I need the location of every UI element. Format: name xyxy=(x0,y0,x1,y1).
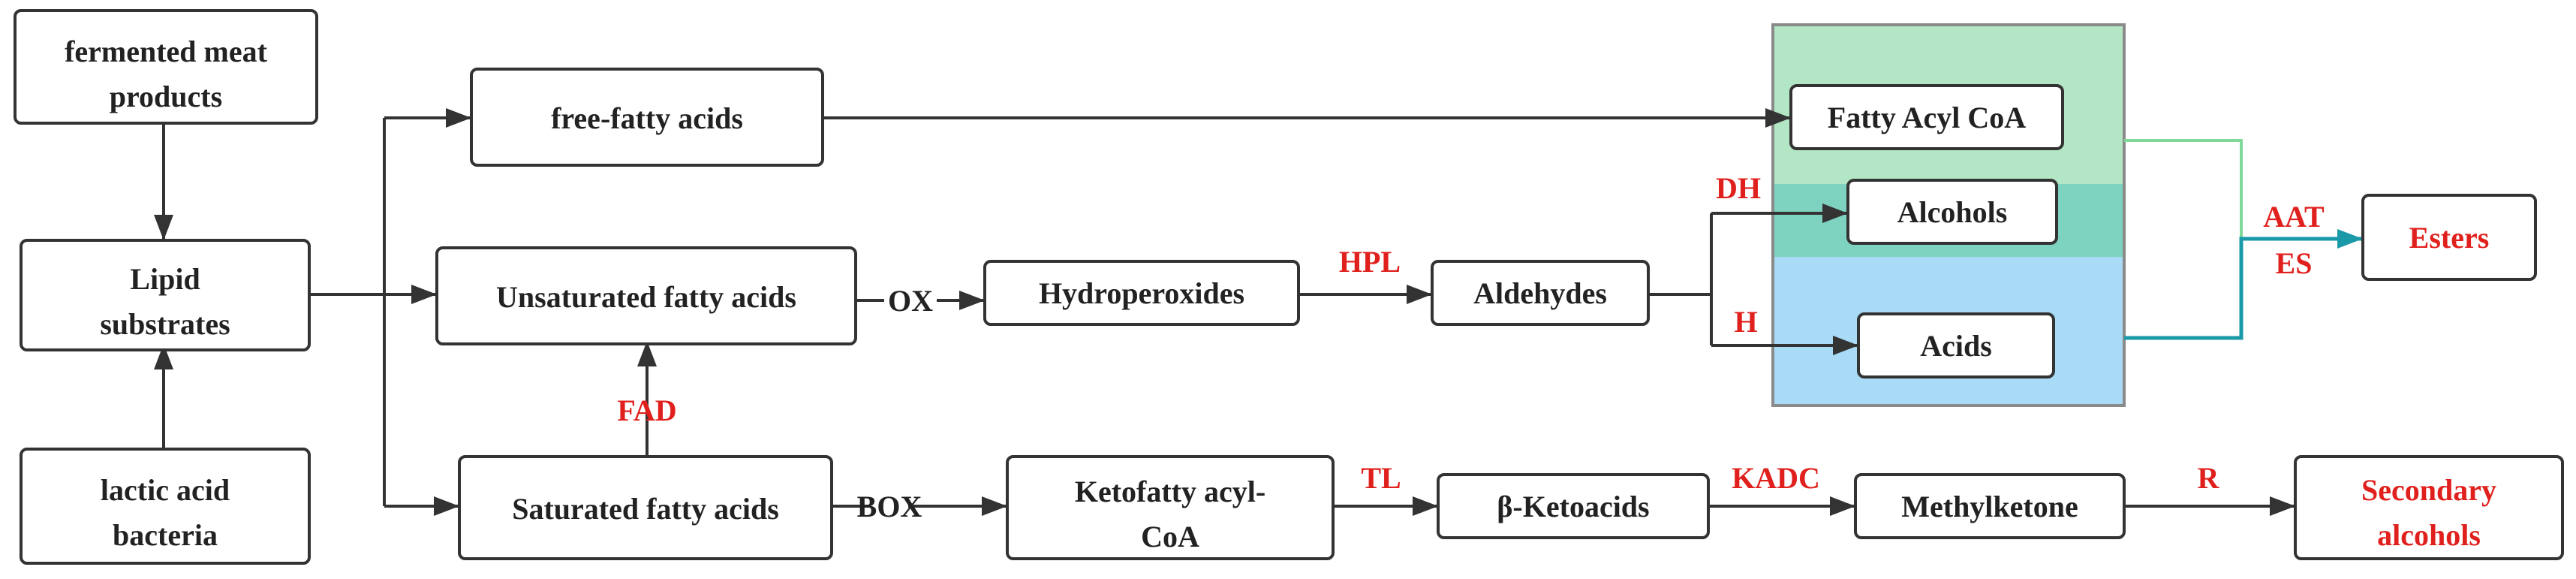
node-fermented-meat-line1: fermented meat xyxy=(65,35,268,68)
node-esters-label: Esters xyxy=(2409,221,2490,255)
edge-labels: OX BOX FAD HPL TL KADC R DH H AAT ES xyxy=(617,171,2325,523)
label-aat: AAT xyxy=(2263,200,2325,234)
node-hydroperoxides: Hydroperoxides xyxy=(983,260,1300,326)
node-lipid-substrates: Lipid substrates xyxy=(20,239,311,351)
node-methylketone-label: Methylketone xyxy=(1901,490,2078,523)
node-secondary-line1: Secondary xyxy=(2361,473,2496,507)
node-aldehydes-label: Aldehydes xyxy=(1473,276,1607,310)
node-lactic-line1: lactic acid xyxy=(101,473,230,507)
label-hpl: HPL xyxy=(1339,245,1401,279)
node-fermented-meat: fermented meat products xyxy=(14,9,318,125)
label-h: H xyxy=(1734,305,1757,339)
node-aldehydes: Aldehydes xyxy=(1431,260,1650,326)
node-lipid-line2: substrates xyxy=(100,307,230,341)
edges xyxy=(154,108,2363,516)
node-unsaturated-fatty-acids: Unsaturated fatty acids xyxy=(435,246,857,345)
node-alcohols: Alcohols xyxy=(1846,179,2058,245)
node-esters: Esters xyxy=(2361,194,2537,281)
node-fatty-acyl-coa-label: Fatty Acyl CoA xyxy=(1828,101,2027,134)
node-hydroperoxides-label: Hydroperoxides xyxy=(1039,276,1244,310)
label-box: BOX xyxy=(857,490,922,523)
node-unsaturated-label: Unsaturated fatty acids xyxy=(496,280,796,314)
label-kadc: KADC xyxy=(1732,461,1820,495)
node-saturated-fatty-acids: Saturated fatty acids xyxy=(458,455,833,560)
label-es: ES xyxy=(2276,246,2313,280)
panel-border xyxy=(1771,23,2126,407)
edge-teal-connector xyxy=(2124,229,2363,340)
node-ketofatty-line2: CoA xyxy=(1141,520,1199,553)
node-methylketone: Methylketone xyxy=(1854,473,2126,539)
node-secondary-line2: alcohols xyxy=(2377,518,2481,552)
node-fatty-acyl-coa: Fatty Acyl CoA xyxy=(1789,84,2064,150)
label-ox: OX xyxy=(888,284,933,318)
node-saturated-label: Saturated fatty acids xyxy=(512,492,779,526)
node-free-fatty-acids: free-fatty acids xyxy=(470,68,824,167)
node-ketofatty-line1: Ketofatty acyl- xyxy=(1075,475,1265,508)
label-tl: TL xyxy=(1361,461,1401,495)
label-dh: DH xyxy=(1716,171,1761,205)
node-ketofatty-acyl-coa: Ketofatty acyl- CoA xyxy=(1006,455,1335,560)
label-r: R xyxy=(2198,461,2220,495)
node-alcohols-label: Alcohols xyxy=(1897,195,2008,229)
node-secondary-alcohols: Secondary alcohols xyxy=(2294,455,2564,560)
node-acids: Acids xyxy=(1857,312,2055,378)
node-lipid-line1: Lipid xyxy=(130,262,200,296)
node-free-fatty-label: free-fatty acids xyxy=(551,101,743,135)
node-beta-ketoacids-label: β-Ketoacids xyxy=(1497,490,1649,523)
node-acids-label: Acids xyxy=(1920,329,1992,363)
node-fermented-meat-line2: products xyxy=(110,80,222,113)
node-beta-ketoacids: β-Ketoacids xyxy=(1437,473,1710,539)
node-lactic-line2: bacteria xyxy=(113,518,218,552)
label-fad: FAD xyxy=(617,394,676,427)
node-lactic-acid-bacteria: lactic acid bacteria xyxy=(20,448,311,565)
edge-green-connector xyxy=(2124,139,2243,239)
